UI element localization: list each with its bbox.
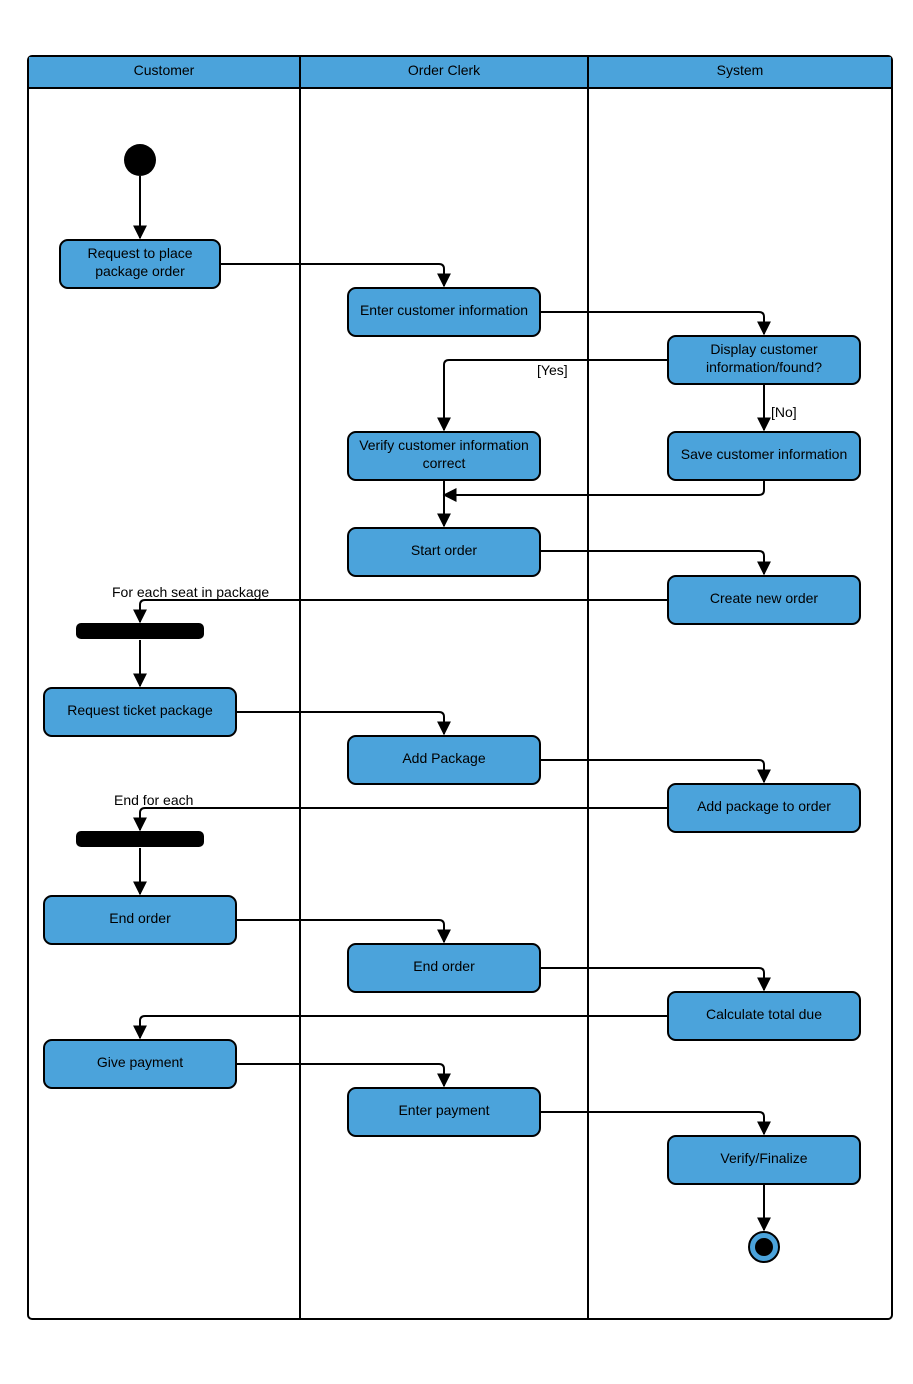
activity-label-line: Add Package (402, 750, 485, 766)
edge-save-to-merge (442, 480, 765, 502)
edge-clerk-end-to-calculate (540, 967, 771, 992)
activity-label-line: Create new order (710, 590, 819, 606)
activity-verify-finalize: Verify/Finalize (667, 1135, 861, 1185)
activity-save-customer-information: Save customer information (667, 431, 861, 481)
final-node (748, 1231, 780, 1263)
edge-enter-payment-to-verify (540, 1111, 771, 1136)
lane-title-order-clerk: Order Clerk (408, 62, 481, 78)
activity-label-line: information/found? (706, 359, 822, 375)
activity-label-line: End order (413, 958, 475, 974)
edge-request-ticket-to-add-package (236, 711, 451, 736)
activity-add-package: Add Package (347, 735, 541, 785)
activity-label-line: Request ticket package (67, 702, 213, 718)
edge-request-to-enter (220, 263, 451, 288)
guard-no-label: [No] (771, 404, 797, 420)
activity-request-ticket-package: Request ticket package (43, 687, 237, 737)
activity-end-order-customer: End order (43, 895, 237, 945)
edge-calculate-to-give-payment (133, 1015, 668, 1040)
for-each-seat-label: For each seat in package (112, 584, 269, 600)
edge-enter-to-display (540, 311, 771, 336)
activity-label-line: Save customer information (681, 446, 848, 462)
activity-add-package-to-order: Add package to order (667, 783, 861, 833)
edge-create-to-fork (133, 599, 668, 624)
activity-calculate-total-due: Calculate total due (667, 991, 861, 1041)
activity-label-line: End order (109, 910, 171, 926)
fork-bar (76, 623, 204, 639)
activity-label-line: package order (95, 263, 185, 279)
activity-label-line: Verify customer information (359, 437, 529, 453)
lane-title-system: System (717, 62, 764, 78)
initial-node (124, 144, 156, 176)
edge-display-to-verify-yes (437, 359, 668, 432)
edges (133, 176, 771, 1232)
activity-start-order: Start order (347, 527, 541, 577)
activity-enter-customer-information: Enter customer information (347, 287, 541, 337)
activity-end-order-clerk: End order (347, 943, 541, 993)
activity-verify-customer-information: Verify customer information correct (347, 431, 541, 481)
edge-add-to-order-to-join (133, 807, 668, 832)
activity-label-line: Add package to order (697, 798, 831, 814)
activity-enter-payment: Enter payment (347, 1087, 541, 1137)
activity-create-new-order: Create new order (667, 575, 861, 625)
activity-label-line: Enter customer information (360, 302, 528, 318)
join-bar (76, 831, 204, 847)
activity-request-to-place: Request to place package order (59, 239, 221, 289)
edge-end-order-to-clerk-end (236, 919, 451, 944)
activity-give-payment: Give payment (43, 1039, 237, 1089)
activity-label-line: correct (423, 455, 466, 471)
activity-label-line: Calculate total due (706, 1006, 822, 1022)
lane-title-customer: Customer (134, 62, 195, 78)
edge-add-package-to-add-to-order (540, 759, 771, 784)
edge-give-payment-to-enter-payment (236, 1063, 451, 1088)
edge-start-to-create (540, 550, 771, 576)
activity-label-line: Request to place (87, 245, 192, 261)
activity-label-line: Give payment (97, 1054, 183, 1070)
end-for-each-label: End for each (114, 792, 193, 808)
activity-label-line: Enter payment (398, 1102, 489, 1118)
guard-yes-label: [Yes] (537, 362, 568, 378)
activity-label-line: Start order (411, 542, 477, 558)
activity-display-customer-information: Display customer information/found? (667, 335, 861, 385)
activity-label-line: Verify/Finalize (720, 1150, 807, 1166)
activity-label-line: Display customer (710, 341, 818, 357)
